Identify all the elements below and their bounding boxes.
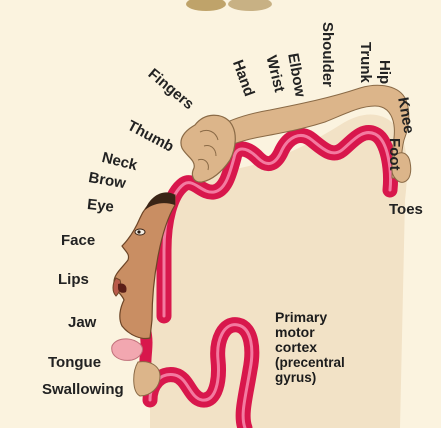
label-foot: Foot — [387, 138, 402, 170]
homunculus-pupil — [137, 230, 140, 233]
cortex-caption-line1: Primary — [275, 310, 345, 325]
cortex-caption: Primary motor cortex (precentral gyrus) — [275, 310, 345, 385]
label-tongue: Tongue — [48, 355, 101, 370]
label-face: Face — [61, 233, 95, 248]
cortex-caption-line2: motor — [275, 325, 345, 340]
label-shoulder: Shoulder — [320, 22, 335, 87]
label-hip: Hip — [377, 60, 392, 84]
cortex-caption-line3: cortex — [275, 340, 345, 355]
label-swallowing: Swallowing — [42, 382, 124, 397]
cortex-caption-line5: gyrus) — [275, 370, 345, 385]
label-lips: Lips — [58, 272, 89, 287]
label-toes: Toes — [389, 202, 423, 217]
label-trunk: Trunk — [358, 42, 373, 83]
cortex-caption-line4: (precentral — [275, 355, 345, 370]
label-eye: Eye — [86, 197, 114, 215]
homunculus-tongue — [112, 339, 143, 360]
label-jaw: Jaw — [68, 315, 96, 330]
